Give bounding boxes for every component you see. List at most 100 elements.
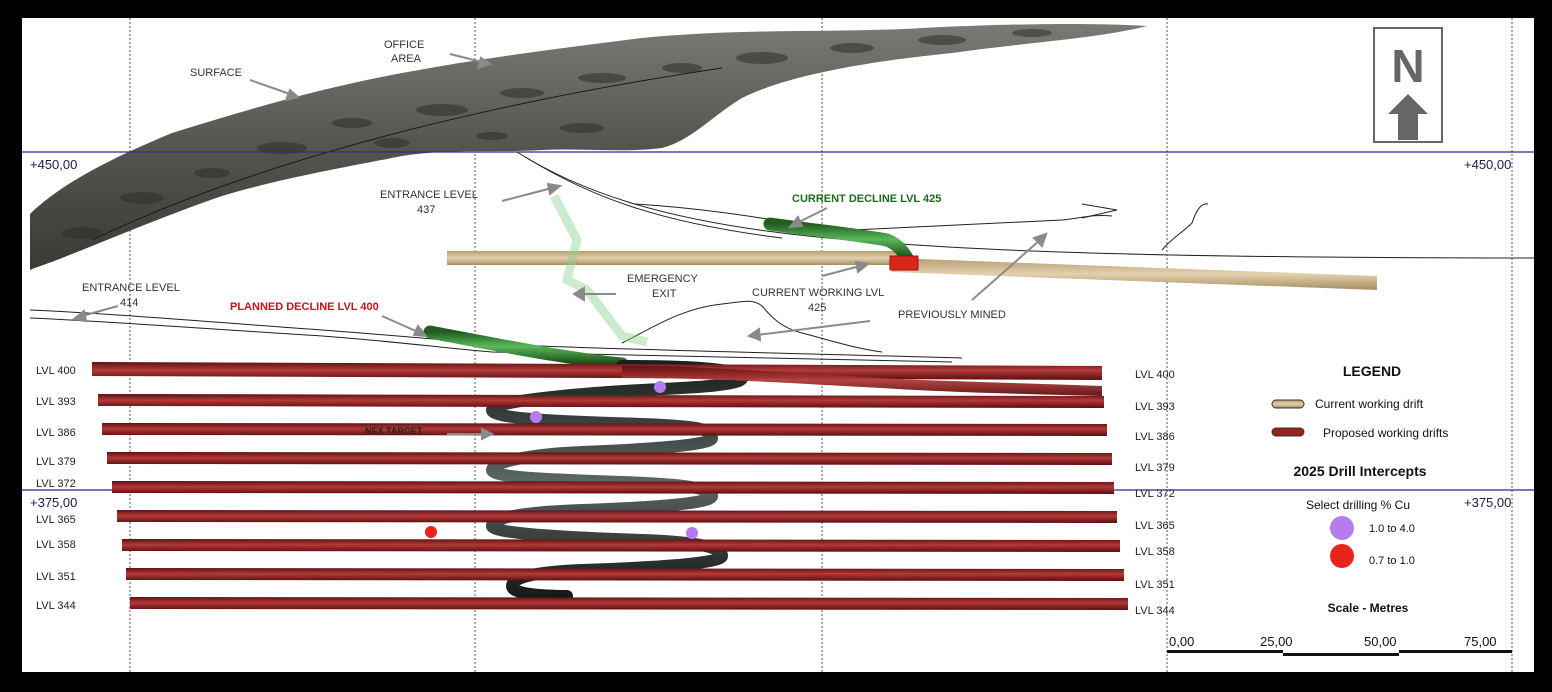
arrow-icon bbox=[746, 327, 762, 342]
previously-mined-label: PREVIOUSLY MINED bbox=[898, 309, 1006, 321]
intercept-marker-high[interactable] bbox=[686, 527, 698, 539]
previously-mined-outline bbox=[1161, 203, 1209, 251]
arrow-icon bbox=[81, 305, 119, 317]
planned-decline-tube bbox=[423, 325, 629, 371]
upper-entrance-trace bbox=[526, 157, 783, 239]
level-label: LVL 393 bbox=[36, 396, 76, 408]
scale-segment bbox=[1283, 653, 1399, 656]
select-drilling-title: Select drilling % Cu bbox=[1306, 498, 1410, 512]
decline-portal-marker bbox=[889, 255, 919, 271]
elevation-label: +450,00 bbox=[30, 157, 77, 172]
level-label: LVL 372 bbox=[1135, 488, 1175, 500]
level-label: LVL 358 bbox=[36, 539, 76, 551]
office-area-label: OFFICE bbox=[384, 39, 424, 51]
mine-cross-section: +450,00 +450,00 +375,00 +375,00 bbox=[22, 18, 1534, 672]
arrow-icon bbox=[476, 56, 493, 70]
current-working-drift bbox=[447, 251, 1377, 290]
scale-tick-label: 75,00 bbox=[1464, 634, 1497, 649]
level-label: LVL 386 bbox=[1135, 431, 1175, 443]
mine-section-canvas: +450,00 +450,00 +375,00 +375,00 bbox=[22, 18, 1534, 672]
arrow-icon bbox=[449, 53, 483, 63]
surface-trace bbox=[91, 67, 723, 241]
level-label: LVL 393 bbox=[1135, 401, 1175, 413]
entrance-437-label: 437 bbox=[417, 204, 435, 216]
arrow-icon bbox=[501, 187, 553, 202]
legend-title: LEGEND bbox=[1343, 363, 1401, 379]
scale-segment bbox=[1399, 650, 1512, 653]
drift-segment bbox=[892, 258, 1377, 290]
arrow-icon bbox=[796, 207, 828, 224]
intercepts-title: 2025 Drill Intercepts bbox=[1293, 463, 1426, 479]
elevation-label: +375,00 bbox=[30, 495, 77, 510]
lower-entrance-trace bbox=[29, 317, 953, 363]
scale-tick-label: 0,00 bbox=[1169, 634, 1194, 649]
legend: LEGEND Current working drift Proposed wo… bbox=[1271, 363, 1448, 615]
current-decline-label: CURRENT DECLINE LVL 425 bbox=[792, 193, 941, 205]
rock-texture bbox=[62, 29, 1052, 239]
emergency-exit-label: EMERGENCY bbox=[627, 273, 699, 285]
intercept-marker-low[interactable] bbox=[425, 526, 437, 538]
arrow-icon bbox=[787, 215, 804, 229]
level-label: LVL 351 bbox=[1135, 579, 1175, 591]
arrow-icon bbox=[1032, 232, 1048, 248]
arrow-icon bbox=[284, 88, 301, 102]
arrow-icon bbox=[756, 320, 871, 336]
arrow-icon bbox=[381, 315, 419, 333]
level-label: LVL 379 bbox=[36, 456, 76, 468]
elevation-label: +375,00 bbox=[1464, 495, 1511, 510]
arrow-icon bbox=[546, 182, 563, 196]
intercept-marker-high[interactable] bbox=[530, 411, 542, 423]
scale-tick-label: 25,00 bbox=[1260, 634, 1293, 649]
legend-range-high: 1.0 to 4.0 bbox=[1369, 523, 1415, 535]
up-arrow-icon bbox=[1388, 94, 1428, 140]
legend-swatch-current bbox=[1271, 399, 1305, 409]
level-label: LVL 379 bbox=[1135, 462, 1175, 474]
proposed-drift bbox=[112, 481, 1114, 494]
planned-decline-label: PLANNED DECLINE LVL 400 bbox=[230, 301, 379, 313]
proposed-drift bbox=[98, 394, 1104, 408]
arrow-icon bbox=[572, 286, 585, 302]
level-label: LVL 400 bbox=[36, 365, 76, 377]
level-label: LVL 365 bbox=[1135, 520, 1175, 532]
arrow-icon bbox=[71, 309, 88, 323]
arrow-icon bbox=[412, 324, 429, 338]
annotation-labels: SURFACE OFFICE AREA ENTRANCE LEVEL 437 C… bbox=[82, 39, 1006, 436]
legend-swatch-proposed bbox=[1271, 427, 1305, 437]
emergency-exit-shaft bbox=[550, 193, 649, 347]
drift-segment bbox=[447, 251, 897, 265]
nex-target-label: NEX TARGET bbox=[365, 426, 423, 436]
previously-mined-outline bbox=[621, 300, 883, 353]
level-label: LVL 358 bbox=[1135, 546, 1175, 558]
entrance-437-label: ENTRANCE LEVEL bbox=[380, 189, 478, 201]
level-label: LVL 400 bbox=[1135, 369, 1175, 381]
office-area-label: AREA bbox=[391, 53, 422, 65]
legend-swatch-high bbox=[1330, 516, 1354, 540]
legend-swatch-low bbox=[1330, 544, 1354, 568]
elevation-label: +450,00 bbox=[1464, 157, 1511, 172]
current-working-label: 425 bbox=[808, 302, 826, 314]
level-label: LVL 344 bbox=[1135, 605, 1175, 617]
emergency-exit-label: EXIT bbox=[652, 288, 677, 300]
drill-intercepts bbox=[425, 381, 698, 539]
image-frame: +450,00 +450,00 +375,00 +375,00 bbox=[8, 8, 1544, 684]
arrow-icon bbox=[854, 260, 871, 274]
arrow-icon bbox=[481, 427, 495, 441]
level-label: LVL 372 bbox=[36, 478, 76, 490]
upper-entrance-trace bbox=[516, 151, 1534, 259]
legend-proposed-drifts: Proposed working drifts bbox=[1323, 426, 1448, 440]
current-working-label: CURRENT WORKING LVL bbox=[752, 287, 884, 299]
scale-title: Scale - Metres bbox=[1328, 601, 1409, 615]
level-label: LVL 351 bbox=[36, 571, 76, 583]
rock-mass bbox=[30, 23, 1147, 271]
legend-current-drift: Current working drift bbox=[1315, 397, 1424, 411]
proposed-drift bbox=[117, 510, 1117, 523]
arrow-icon bbox=[249, 79, 291, 95]
level-label: LVL 344 bbox=[36, 600, 76, 612]
level-label: LVL 365 bbox=[36, 514, 76, 526]
intercept-marker-high[interactable] bbox=[654, 381, 666, 393]
proposed-drift bbox=[126, 568, 1124, 581]
legend-range-low: 0.7 to 1.0 bbox=[1369, 555, 1415, 567]
proposed-drift bbox=[130, 597, 1128, 610]
proposed-drifts bbox=[92, 362, 1128, 610]
entrance-414-label: ENTRANCE LEVEL bbox=[82, 282, 180, 294]
